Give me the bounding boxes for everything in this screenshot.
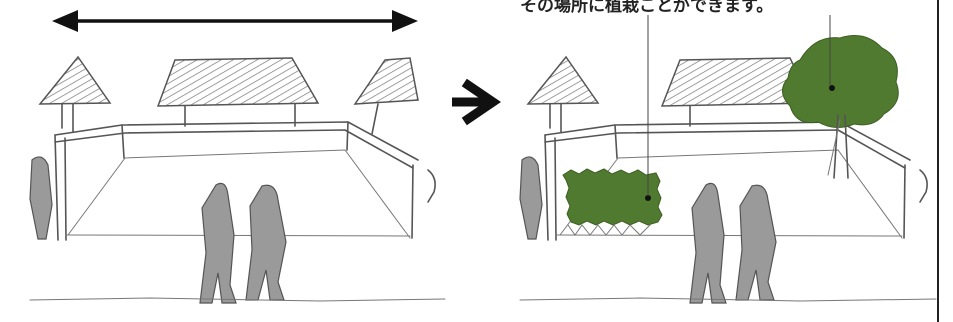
after-sketch <box>520 0 938 322</box>
right-edge-figure-after <box>920 170 927 202</box>
left-hut <box>40 57 110 132</box>
left-hut-after <box>528 57 598 132</box>
before-sketch <box>30 10 445 303</box>
center-hut <box>158 58 318 126</box>
pedestrian-figures-after <box>690 183 776 303</box>
pedestrian-figures <box>200 183 286 303</box>
right-arrow-icon <box>452 85 493 119</box>
tree-planting <box>782 36 898 178</box>
planting-caption: その場所に植栽ことができます。 <box>520 0 920 13</box>
hedge-planting <box>563 169 662 235</box>
left-edge-figure-after <box>520 157 542 239</box>
ground-line-after <box>520 298 936 301</box>
ground-line <box>30 298 445 301</box>
right-hut <box>355 58 418 134</box>
right-edge-figure <box>428 170 435 202</box>
left-edge-figure <box>30 157 52 239</box>
enclosure-wall <box>55 122 418 240</box>
double-headed-arrow-icon <box>52 10 418 32</box>
